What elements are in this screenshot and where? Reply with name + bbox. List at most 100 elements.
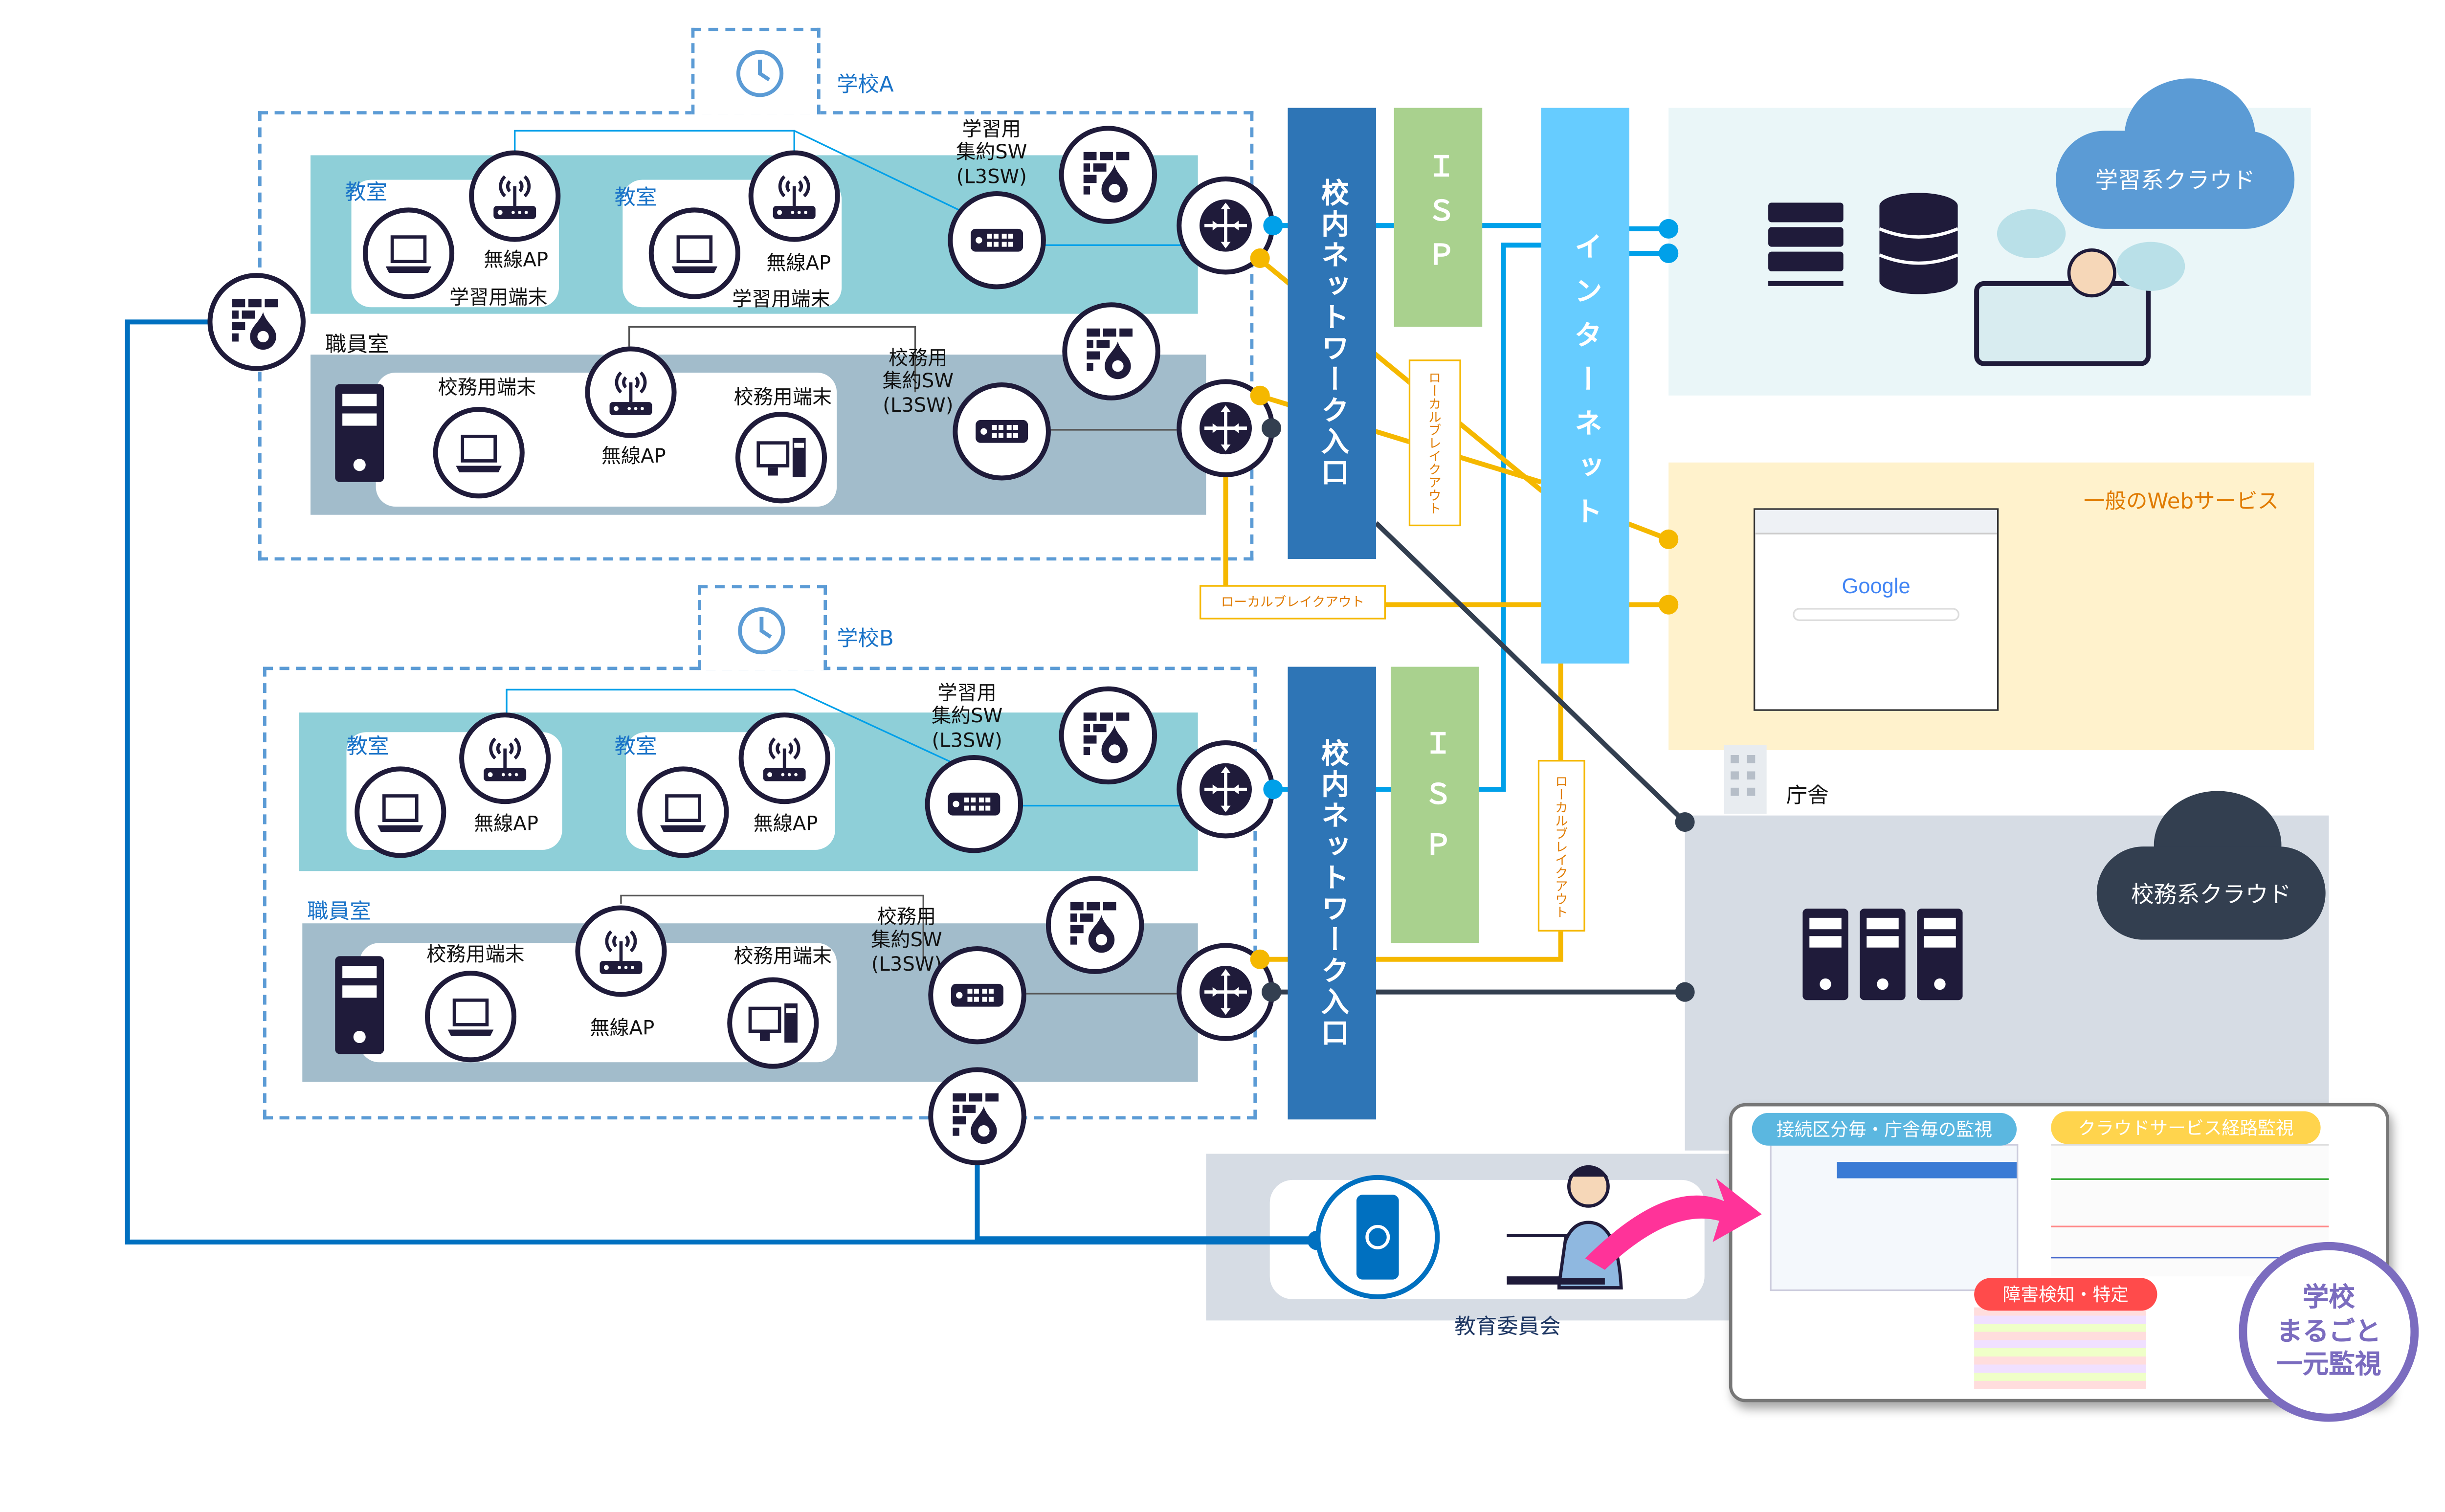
staff-switch-label: 校務用 集約SW (L3SW) xyxy=(871,905,942,976)
isp-label: ＩＳＰ xyxy=(1418,729,1451,881)
learning-cloud: 学習系クラウド xyxy=(2056,131,2295,229)
web-service-label: 一般のWebサービス xyxy=(2084,490,2279,515)
uplink-a xyxy=(125,319,1317,1245)
database-icon xyxy=(1879,193,1958,294)
connector-dot xyxy=(1659,529,1679,549)
internet-label: インターネット xyxy=(1568,231,1601,540)
monitor-screenshot-alerts xyxy=(1974,1307,2146,1389)
speech-bubble xyxy=(2116,242,2185,291)
learning-switch-label: 学習用 集約SW (L3SW) xyxy=(956,117,1027,188)
school-entrance-b: 校内ネットワーク入口 xyxy=(1288,667,1376,1120)
connector-dot xyxy=(1659,219,1679,239)
terminal-label: 校務用端末 xyxy=(734,944,832,968)
office-cloud: 校務系クラウド xyxy=(2096,846,2326,940)
server-tower-icon xyxy=(335,956,384,1054)
router-icon[interactable] xyxy=(1177,740,1275,839)
uplink-b xyxy=(975,1144,1317,1242)
speech-bubble xyxy=(1997,209,2066,259)
school-entrance-a: 校内ネットワーク入口 xyxy=(1288,108,1376,559)
server-icon xyxy=(1315,1175,1440,1299)
switch-icon xyxy=(925,755,1023,853)
learning-switch-label: 学習用 集約SW (L3SW) xyxy=(931,681,1003,752)
laptop-icon xyxy=(362,207,455,299)
classroom-label: 教室 xyxy=(345,181,388,206)
wireless-ap-icon xyxy=(469,150,561,242)
laptop-icon xyxy=(424,971,517,1063)
local-breakout-label: ローカルブレイクアウト xyxy=(1200,585,1386,620)
server-icon xyxy=(1802,909,1963,1001)
browser-screenshot: Google xyxy=(1753,508,1999,711)
board-label: 教育委員会 xyxy=(1454,1315,1561,1340)
monitor-tag-cloud-path: クラウドサービス経路監視 xyxy=(2051,1111,2321,1144)
local-breakout-text: ローカルブレイクアウト xyxy=(1221,595,1365,610)
connector-dot xyxy=(1675,982,1695,1002)
school-a-tab xyxy=(691,27,821,114)
switch-icon xyxy=(928,946,1026,1045)
teacher-screen-illustration xyxy=(1974,281,2151,366)
isp-label: ＩＳＰ xyxy=(1421,151,1454,284)
learning-cloud-label: 学習系クラウド xyxy=(2095,168,2255,195)
switch-icon xyxy=(953,382,1051,481)
connector-dot xyxy=(1659,243,1679,264)
firewall-icon xyxy=(928,1067,1026,1165)
person-with-laptop-icon xyxy=(1507,1165,1623,1290)
firewall-icon xyxy=(1062,302,1160,400)
connector-dot xyxy=(1250,248,1270,268)
wireless-ap-icon xyxy=(585,346,677,438)
ap-label: 無線AP xyxy=(753,812,818,835)
browser-toolbar xyxy=(1755,510,1997,534)
office-cloud-label: 校務系クラウド xyxy=(2131,882,2291,908)
monitor-tag-connection: 接続区分毎・庁舎毎の監視 xyxy=(1752,1112,2017,1146)
connector-dot xyxy=(1250,385,1270,405)
building-icon xyxy=(1724,745,1767,814)
connector-dot xyxy=(1659,595,1679,615)
laptop-icon xyxy=(637,766,729,858)
terminal-label: 校務用端末 xyxy=(734,385,832,409)
staff-switch-label: 校務用 集約SW (L3SW) xyxy=(882,346,954,417)
classroom-label: 教室 xyxy=(614,735,657,760)
connector-dot xyxy=(1262,982,1282,1002)
entrance-label: 校内ネットワーク入口 xyxy=(1314,178,1348,489)
wireless-ap-icon xyxy=(738,712,830,804)
teacher-avatar xyxy=(2067,248,2116,298)
laptop-icon xyxy=(648,207,740,299)
terminal-label: 校務用端末 xyxy=(426,943,525,966)
connector-dot xyxy=(1675,812,1695,832)
connector-dot xyxy=(1263,216,1283,236)
ap-label: 無線AP xyxy=(484,248,549,271)
connector-dot xyxy=(1262,418,1282,438)
pink-arrow-icon xyxy=(1585,1178,1762,1270)
terminal-label: 校務用端末 xyxy=(438,376,536,399)
switch-icon xyxy=(948,191,1046,289)
monitor-tag-fault: 障害検知・特定 xyxy=(1974,1278,2157,1311)
wireless-ap-icon xyxy=(575,905,667,997)
wireless-ap-icon xyxy=(748,150,840,242)
school-b-title: 学校B xyxy=(837,627,894,652)
server-tower-icon xyxy=(335,384,384,482)
monitor-badge-text: 学校 まるごと 一元監視 xyxy=(2276,1281,2381,1380)
laptop-icon xyxy=(433,407,525,499)
desktop-pc-icon xyxy=(727,977,819,1069)
terminal-label: 学習用端末 xyxy=(449,286,548,309)
staff-room-label: 職員室 xyxy=(307,900,371,925)
ap-label: 無線AP xyxy=(590,1016,655,1040)
classroom-label: 教室 xyxy=(614,186,657,211)
local-breakout-text: ローカルブレイクアウト xyxy=(1427,371,1443,515)
ap-label: 無線AP xyxy=(766,251,831,275)
terminal-label: 学習用端末 xyxy=(732,288,830,311)
isp-b: ＩＳＰ xyxy=(1391,667,1479,943)
google-logo: Google xyxy=(1842,574,1911,599)
ap-label: 無線AP xyxy=(474,812,539,835)
entrance-label: 校内ネットワーク入口 xyxy=(1314,737,1348,1048)
firewall-icon xyxy=(207,273,306,371)
monitor-badge: 学校 まるごと 一元監視 xyxy=(2239,1242,2419,1422)
firewall-icon xyxy=(1059,686,1157,785)
firewall-icon xyxy=(1059,126,1157,224)
browser-search-box[interactable] xyxy=(1793,608,1960,621)
internet: インターネット xyxy=(1541,108,1629,664)
local-breakout-label: ローカルブレイクアウト xyxy=(1537,760,1585,932)
server-rack-icon xyxy=(1768,202,1844,286)
staff-room-label: 職員室 xyxy=(325,333,389,358)
desktop-pc-icon xyxy=(735,412,827,504)
school-a-title: 学校A xyxy=(837,73,894,98)
